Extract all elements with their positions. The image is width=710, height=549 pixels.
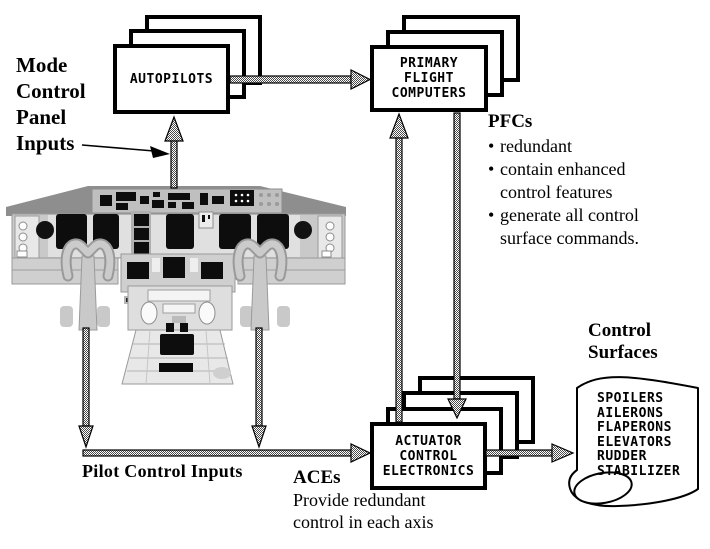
cockpit-illustration	[6, 186, 346, 385]
label-control-surfaces: Control Surfaces	[588, 320, 658, 363]
pfcs-bullet: •generate all control	[488, 205, 639, 225]
surfaces-list-item: SPOILERS	[597, 391, 664, 406]
label-pilot-control-inputs: Pilot Control Inputs	[82, 461, 243, 481]
pfc-stack: PRIMARY FLIGHT COMPUTERS	[370, 15, 530, 125]
aces-note-title: ACEs	[293, 467, 341, 488]
surfaces-list-item: ELEVATORS	[597, 434, 672, 450]
pfcs-bullet: •redundant	[488, 136, 572, 156]
pfcs-bullet-cont: surface commands.	[500, 228, 639, 248]
autopilots-stack: AUTOPILOTS	[113, 15, 273, 125]
pfcs-note: PFCs •redundant •contain enhanced contro…	[488, 109, 639, 250]
pfcs-note-title: PFCs	[488, 111, 533, 132]
ace-label: ACTUATOR CONTROL ELECTRONICS	[382, 433, 475, 479]
label-mode-control-panel-inputs: Mode Control Panel Inputs	[16, 53, 86, 155]
aces-note: ACEs Provide redundant control in each a…	[293, 467, 434, 532]
surfaces-list-item: RUDDER	[597, 449, 647, 464]
ace-stack: ACTUATOR CONTROL ELECTRONICS	[370, 376, 540, 496]
pfcs-bullet: •contain enhanced	[488, 159, 626, 179]
control-surfaces-scroll	[568, 376, 699, 508]
autopilots-label: AUTOPILOTS	[129, 71, 214, 87]
surfaces-list-item: STABILIZER	[597, 463, 681, 479]
autopilots-box: AUTOPILOTS	[113, 44, 230, 114]
surfaces-list: SPOILERS AILERONS FLAPERONS ELEVATORS RU…	[597, 391, 681, 479]
surfaces-list-item: FLAPERONS	[597, 420, 672, 435]
pfc-label: PRIMARY FLIGHT COMPUTERS	[391, 56, 467, 101]
surfaces-list-item: AILERONS	[597, 405, 664, 421]
pfcs-bullet-cont: control features	[500, 182, 613, 202]
pfc-box: PRIMARY FLIGHT COMPUTERS	[370, 45, 488, 112]
ace-box: ACTUATOR CONTROL ELECTRONICS	[370, 422, 487, 490]
